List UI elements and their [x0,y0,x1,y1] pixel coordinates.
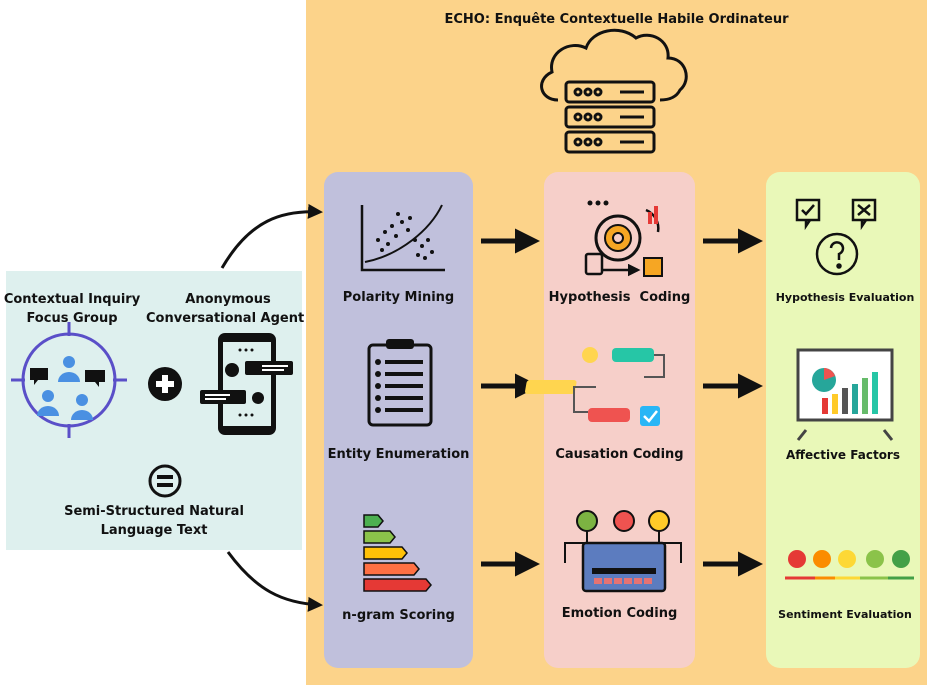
col2-step-2-label: Causation Coding [555,447,684,462]
scatter-plot-icon [360,204,445,272]
col3-step-3-label: Sentiment Evaluation [778,608,912,621]
curve-arrow-bottom [226,551,323,612]
flowchart-icon [525,347,665,426]
col2-step-1-label: Hypothesis Coding [548,290,691,305]
gear-process-icon [584,200,663,277]
chart-board-icon [796,348,894,441]
output-label-line1: Semi-Structured Natural [64,504,244,519]
col1-step-1-label: Polarity Mining [342,290,455,305]
source-2-label-line1: Anonymous [185,292,271,307]
diagram-title: ECHO: Enquête Contextuelle Habile Ordina… [444,12,789,27]
cloud-server-icon [540,28,688,154]
col1-step-2-label: Entity Enumeration [327,447,470,462]
plus-icon [148,367,182,401]
source-1-label-line2: Focus Group [26,311,118,326]
check-question-icon [795,198,877,276]
col3-step-1-label: Hypothesis Evaluation [775,291,915,304]
clipboard-checklist-icon [367,339,433,427]
sentiment-scale-icon [785,550,914,580]
equals-icon [148,464,182,498]
col1-step-3-label: n-gram Scoring [342,608,455,623]
source-2-label-line2: Conversational Agent [146,311,305,326]
rating-bars-icon [363,514,432,592]
smartphone-chat-icon [200,333,293,435]
column-1-panel [324,172,473,668]
source-1-label-line1: Contextual Inquiry [3,292,141,307]
col3-step-2-label: Affective Factors [786,448,900,462]
curve-arrow-top [220,203,323,269]
focus-group-icon [11,322,127,438]
col2-step-3-label: Emotion Coding [561,606,678,621]
output-label-line2: Language Text [100,523,208,538]
emotion-keyboard-icon [564,510,682,593]
